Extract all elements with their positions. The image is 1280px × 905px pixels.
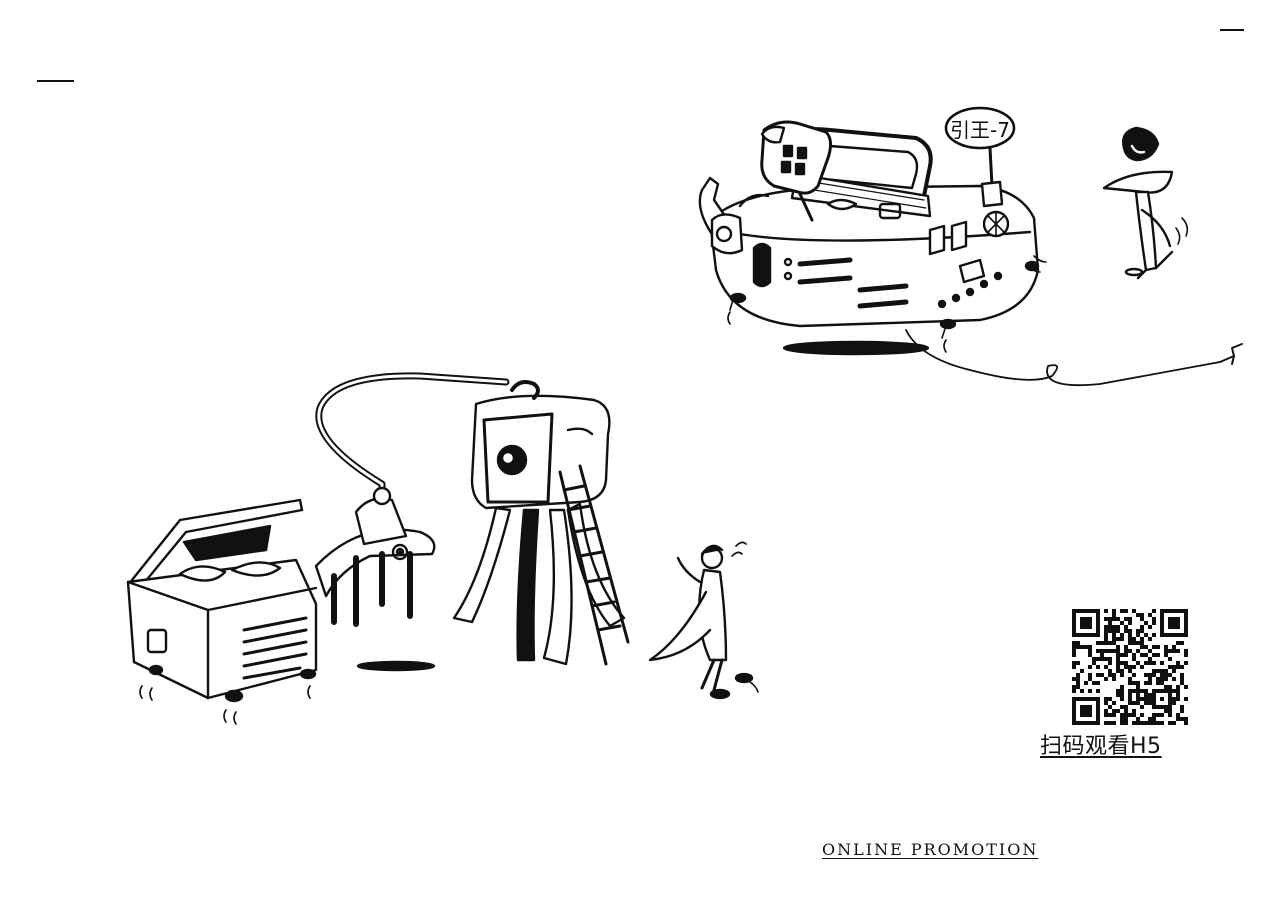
shadow-and-cable-icon [727,255,1243,387]
camera-stand-icon [452,380,626,666]
pump-machine-icon [314,497,436,672]
walking-figure-icon [648,541,759,700]
qr-caption: 扫码观看H5 [1040,734,1162,759]
corner-rule-left [37,80,74,82]
hose-icon [315,372,510,506]
online-promotion-label[interactable]: ONLINE PROMOTION [822,840,1039,859]
remote-panel-icon [760,120,833,222]
appliances-illustration [126,372,759,725]
freezer-box-icon [126,498,318,725]
corner-rule-right [1220,29,1244,31]
running-figure-icon [1102,126,1189,280]
sign-board-icon: 引王-7 [944,106,1016,208]
ladder-icon [558,464,630,666]
waving-hands-icon [698,176,770,255]
qr-code-icon[interactable] [1072,609,1188,725]
sign-text: 引王-7 [950,118,1010,142]
projector-illustration: 引王-7 [698,106,1243,387]
projector-icon [708,127,1040,328]
